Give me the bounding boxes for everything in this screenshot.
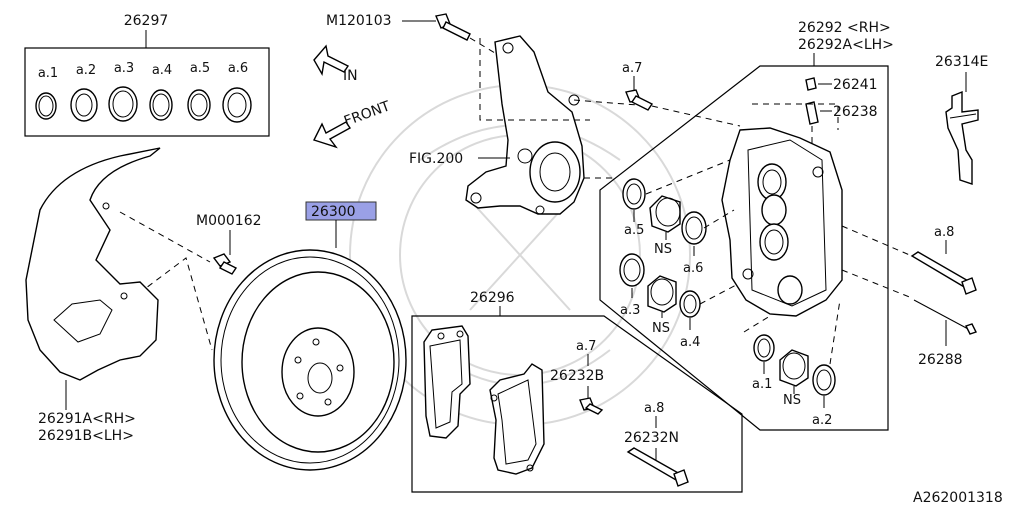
- bleeder-cap-part-number: 26241: [833, 77, 878, 93]
- rotor-part-number: 26300: [311, 204, 356, 220]
- pad-clip: 26314E: [935, 54, 988, 185]
- lower-a1-label: a.1: [752, 377, 772, 392]
- piston-a6-label: a.6: [683, 261, 703, 276]
- direction-arrow-in: IN: [313, 44, 358, 84]
- seal-ring-a3: [108, 86, 138, 122]
- caliper-pin-a8-label: a.8: [934, 225, 954, 240]
- lower-seal-a1: a.1: [752, 334, 775, 392]
- piston-seal-a5: a.5: [622, 178, 646, 238]
- lower-seal-a2: a.2: [812, 364, 836, 428]
- lower-piston-ns: NS: [779, 349, 809, 408]
- seal-ring-a1: [35, 92, 57, 120]
- seal-label-a5: a.5: [190, 61, 210, 76]
- seal-kit-part-number: 26297: [124, 13, 169, 29]
- seal-label-a1: a.1: [38, 66, 58, 81]
- pad-pin-a8-label: a.8: [644, 401, 664, 416]
- seal-ring-a2: [70, 88, 98, 122]
- bleeder-screw: 26238: [805, 101, 878, 125]
- pad-kit-group: 26296 a.7 26232B a.8 26232N: [411, 290, 743, 493]
- pad-pin: [626, 447, 689, 487]
- knuckle-ref-label: FIG.200: [409, 151, 463, 167]
- caliper-assembly-group: 26292 <RH> 26292A<LH> a.7 26241 26238: [599, 20, 894, 431]
- pad-bolt-a7-label: a.7: [576, 339, 596, 354]
- caliper-pin: a.8 26288: [841, 225, 977, 368]
- arrow-in-label: IN: [343, 68, 358, 84]
- rotor-highlight: [305, 201, 377, 221]
- dust-shield-part-number-lh: 26291B<LH>: [38, 428, 134, 444]
- piston-ns-upper-label: NS: [654, 242, 672, 257]
- pad-bolt-part-number: 26232B: [550, 368, 604, 384]
- arrow-front-label: FRONT: [342, 98, 393, 130]
- brake-pad-front: [423, 325, 471, 439]
- caliper-assembly-box: [599, 65, 889, 431]
- seal-label-a2: a.2: [76, 63, 96, 78]
- caliper-a7-label: a.7: [622, 61, 642, 76]
- piston-seal-a3: a.3: [619, 253, 645, 318]
- knuckle-bolt: M120103: [326, 13, 501, 57]
- caliper-pin-part-number: 26288: [918, 352, 963, 368]
- seal-label-a6: a.6: [228, 61, 248, 76]
- lower-ns-label: NS: [783, 393, 801, 408]
- backing-bolt-part-number: M000162: [196, 213, 262, 229]
- diagram-reference-code: A262001318: [913, 490, 1003, 506]
- backing-plate-bolt: M000162: [119, 211, 262, 351]
- steering-knuckle: FIG.200: [409, 35, 585, 215]
- bleeder-cap: 26241: [805, 77, 878, 93]
- piston-seal-a6: a.6: [681, 211, 707, 276]
- seal-label-a3: a.3: [114, 61, 134, 76]
- caliper-body: [721, 127, 843, 317]
- pad-kit-box: [411, 315, 743, 493]
- direction-arrow-front: FRONT: [313, 98, 393, 149]
- brake-pad-rear: [489, 363, 545, 475]
- piston-ns-lower: NS: [647, 275, 677, 336]
- piston-seal-a4: a.4: [679, 290, 701, 350]
- pad-clip-part-number: 26314E: [935, 54, 988, 70]
- seal-ring-a5: [187, 89, 211, 121]
- lower-a2-label: a.2: [812, 413, 832, 428]
- bleeder-screw-part-number: 26238: [833, 104, 878, 120]
- dust-shield: 26291A<RH> 26291B<LH>: [25, 147, 161, 444]
- pad-bolt: [579, 386, 604, 415]
- pad-kit-part-number: 26296: [470, 290, 515, 306]
- piston-ns-upper: NS: [649, 195, 681, 257]
- piston-a4-label: a.4: [680, 335, 700, 350]
- caliper-part-number-lh: 26292A<LH>: [798, 37, 894, 53]
- piston-a3-label: a.3: [620, 303, 640, 318]
- seal-ring-a6: [222, 87, 252, 123]
- seal-kit-group: 26297 a.1 a.2 a.3 a.4 a.5 a.6: [24, 13, 270, 137]
- dust-shield-part-number-rh: 26291A<RH>: [38, 411, 136, 427]
- seal-kit-box: [24, 47, 270, 137]
- knuckle-bolt-part-number: M120103: [326, 13, 392, 29]
- seal-label-a4: a.4: [152, 63, 172, 78]
- brake-rotor: 26300: [213, 201, 407, 471]
- seal-ring-a4: [149, 89, 173, 121]
- pad-pin-part-number: 26232N: [624, 430, 679, 446]
- caliper-part-number-rh: 26292 <RH>: [798, 20, 891, 36]
- piston-ns-lower-label: NS: [652, 321, 670, 336]
- piston-a5-label: a.5: [624, 223, 644, 238]
